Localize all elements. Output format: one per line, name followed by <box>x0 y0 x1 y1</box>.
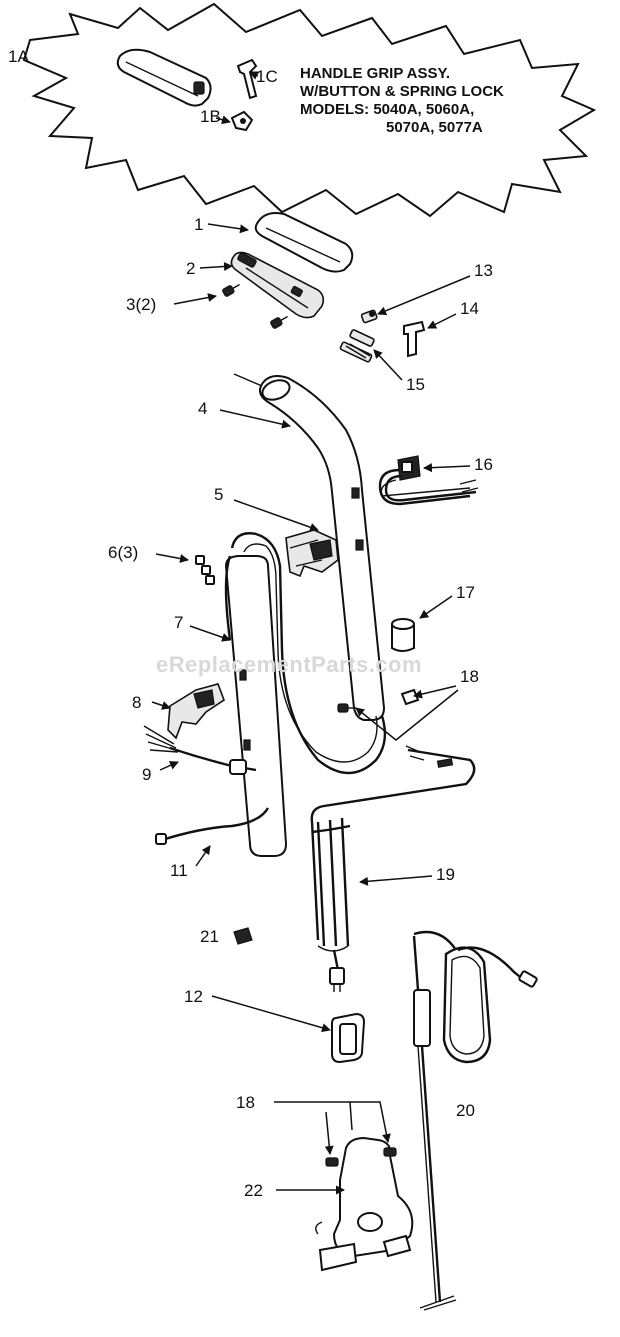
part-21-clip <box>233 927 253 945</box>
part-1b-spring <box>230 110 254 132</box>
label-part-3: 3(2) <box>126 295 156 314</box>
callout-line-4: 5070A, 5077A <box>386 119 483 136</box>
label-part-12: 12 <box>184 987 203 1006</box>
label-part-5: 5 <box>214 485 223 504</box>
part-12-cord-holder <box>331 1012 366 1064</box>
callout-starburst <box>22 2 597 218</box>
part-19-coiled-cord <box>310 745 476 992</box>
label-part-18-upper: 18 <box>460 667 479 686</box>
part-6-nuts <box>195 555 215 585</box>
label-part-1: 1 <box>194 215 203 234</box>
label-part-18-lower: 18 <box>236 1093 255 1112</box>
label-part-22: 22 <box>244 1181 263 1200</box>
label-part-2: 2 <box>186 259 195 278</box>
part-16-switch <box>378 455 479 506</box>
label-part-4: 4 <box>198 399 207 418</box>
label-part-8: 8 <box>132 693 141 712</box>
watermark: eReplacementParts.com <box>156 652 422 677</box>
part-15-spring-lock <box>339 329 375 363</box>
label-part-6: 6(3) <box>108 543 138 562</box>
label-part-13: 13 <box>474 261 493 280</box>
part-20-cord <box>412 930 538 1311</box>
label-1c: 1C <box>256 67 278 86</box>
label-part-14: 14 <box>460 299 479 318</box>
label-part-16: 16 <box>474 455 493 474</box>
callout-line-1: HANDLE GRIP ASSY. <box>300 65 450 82</box>
part-1c-button <box>236 58 258 100</box>
handle-grip-callout: 1A 1B 1C HANDLE GRIP ASSY. W/BUTTON & SP… <box>8 2 597 218</box>
label-part-20: 20 <box>456 1101 475 1120</box>
part-13-spring <box>360 309 378 324</box>
part-17-sleeve <box>391 618 415 652</box>
part-8-bracket <box>167 683 225 740</box>
part-4-upper-handle-tube <box>233 373 386 721</box>
label-part-11: 11 <box>170 861 188 880</box>
part-22-base-mount <box>315 1136 414 1272</box>
callout-line-2: W/BUTTON & SPRING LOCK <box>300 83 504 100</box>
label-1a: 1A <box>8 47 29 66</box>
part-5-bracket <box>285 529 339 578</box>
label-part-9: 9 <box>142 765 151 784</box>
part-14-button <box>403 320 426 358</box>
part-3-screws <box>222 283 288 329</box>
label-part-21: 21 <box>200 927 219 946</box>
part-1a-handle-grip <box>116 48 212 107</box>
part-7-lower-tube <box>224 532 387 857</box>
label-1b: 1B <box>200 107 221 126</box>
part-11-wire <box>155 807 270 845</box>
label-part-15: 15 <box>406 375 425 394</box>
label-part-17: 17 <box>456 583 475 602</box>
label-part-7: 7 <box>174 613 183 632</box>
callout-line-3: MODELS: 5040A, 5060A, <box>300 101 474 118</box>
part-1-handle-grip-top <box>254 212 354 273</box>
part-2-handle-grip-base <box>230 251 325 319</box>
label-part-19: 19 <box>436 865 455 884</box>
part-9-wire-bundle <box>143 725 257 775</box>
